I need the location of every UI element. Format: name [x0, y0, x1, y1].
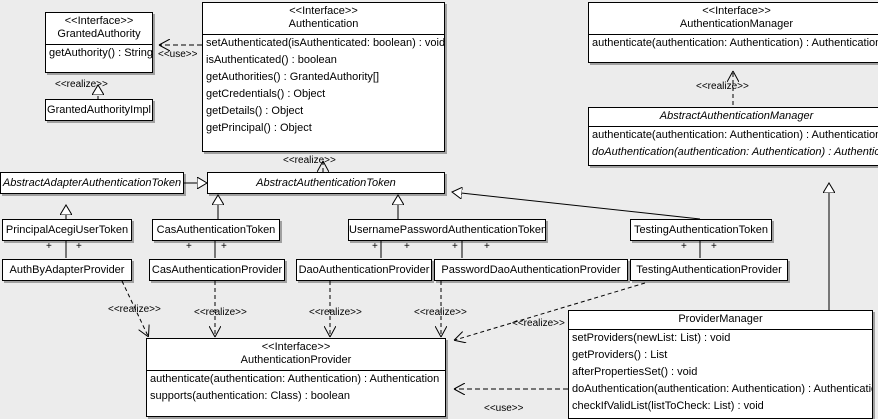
assoc-multiplicity: +	[484, 241, 490, 252]
class-testing-authentication-token[interactable]: TestingAuthenticationToken	[630, 219, 772, 241]
edge-generalize-testing-authentication-token	[452, 192, 701, 220]
operation-row: getProviders() : List	[572, 349, 668, 361]
class-header: ProviderManager	[569, 311, 872, 329]
class-authentication-provider[interactable]: <<Interface>> AuthenticationProvider aut…	[146, 338, 446, 417]
class-name: ProviderManager	[678, 313, 763, 325]
operation-row: setProviders(newList: List) : void	[572, 332, 731, 344]
assoc-multiplicity: +	[221, 241, 227, 252]
operation-row: authenticate(authentication: Authenticat…	[592, 37, 878, 49]
class-header: AbstractAuthenticationManager	[589, 108, 878, 126]
operations-compartment: setAuthenticated(isAuthenticated: boolea…	[203, 34, 444, 137]
edge-label-use-provider-manager: <<use>>	[484, 403, 524, 414]
assoc-multiplicity: +	[711, 241, 717, 252]
assoc-multiplicity: +	[372, 241, 378, 252]
class-name: AbstractAuthenticationManager	[659, 110, 814, 122]
edge-label-realize-auth-by-adapter-provider: <<realize>>	[108, 304, 161, 315]
class-granted-authority-impl[interactable]: GrantedAuthorityImpl	[45, 99, 153, 121]
operations-compartment: getAuthority() : String	[46, 44, 152, 62]
class-authentication-manager[interactable]: <<Interface>> AuthenticationManager auth…	[588, 2, 878, 63]
operations-compartment: authenticate(authentication: Authenticat…	[147, 370, 445, 405]
class-abstract-authentication-manager[interactable]: AbstractAuthenticationManager authentica…	[588, 107, 878, 166]
class-name: Authentication	[288, 18, 359, 30]
class-testing-authentication-provider[interactable]: TestingAuthenticationProvider	[630, 259, 788, 281]
operation-row: supports(authentication: Class) : boolea…	[150, 390, 350, 402]
class-abstract-adapter-authentication-token[interactable]: AbstractAdapterAuthenticationToken	[0, 172, 184, 194]
operation-row: getDetails() : Object	[206, 105, 304, 117]
class-abstract-authentication-token[interactable]: AbstractAuthenticationToken	[207, 172, 445, 194]
class-stereotype: <<Interface>>	[702, 5, 771, 17]
class-password-dao-authentication-provider[interactable]: PasswordDaoAuthenticationProvider	[434, 259, 628, 281]
class-cas-authentication-provider[interactable]: CasAuthenticationProvider	[149, 259, 285, 281]
class-name: AuthenticationManager	[679, 18, 794, 30]
class-principal-acegi-user-token[interactable]: PrincipalAcegiUserToken	[2, 219, 132, 241]
assoc-multiplicity: +	[186, 241, 192, 252]
class-stereotype: <<Interface>>	[64, 15, 134, 27]
operations-compartment: setProviders(newList: List) : void getPr…	[569, 329, 872, 415]
class-name: GrantedAuthority	[57, 28, 141, 40]
operations-compartment: authenticate(authentication: Authenticat…	[589, 126, 878, 161]
class-header: <<Interface>> Authentication	[203, 3, 444, 34]
edge-label-realize-abstract-authentication-token: <<realize>>	[283, 155, 336, 166]
edge-label-realize-abstract-authentication-manager: <<realize>>	[696, 81, 749, 92]
assoc-multiplicity: +	[46, 241, 52, 252]
operation-row: checkIfValidList(listToCheck: List) : vo…	[572, 400, 764, 412]
operations-compartment: authenticate(authentication: Authenticat…	[589, 34, 878, 52]
class-header: <<Interface>> GrantedAuthority	[46, 13, 152, 44]
assoc-multiplicity: +	[681, 241, 687, 252]
class-username-password-authentication-token[interactable]: UsernamePasswordAuthenticationToken	[348, 219, 546, 241]
class-auth-by-adapter-provider[interactable]: AuthByAdapterProvider	[2, 259, 132, 281]
edge-label-realize-password-dao-authentication-provider: <<realize>>	[414, 307, 467, 318]
operation-row: isAuthenticated() : boolean	[206, 54, 337, 66]
class-header: <<Interface>> AuthenticationProvider	[147, 339, 445, 370]
operation-row: doAuthentication(authentication: Authent…	[592, 146, 878, 158]
class-header: <<Interface>> AuthenticationManager	[589, 3, 878, 34]
assoc-multiplicity: +	[404, 241, 410, 252]
class-granted-authority[interactable]: <<Interface>> GrantedAuthority getAuthor…	[45, 12, 153, 73]
operation-row: getPrincipal() : Object	[206, 122, 312, 134]
assoc-multiplicity: +	[452, 241, 458, 252]
operation-row: authenticate(authentication: Authenticat…	[150, 373, 440, 385]
class-authentication[interactable]: <<Interface>> Authentication setAuthenti…	[202, 2, 445, 152]
operation-row: getAuthority() : String	[49, 47, 152, 59]
edge-label-realize-testing-authentication-provider: <<realize>>	[512, 318, 565, 329]
operation-row: afterPropertiesSet() : void	[572, 366, 698, 378]
operation-row: doAuthentication(authentication: Authent…	[572, 383, 872, 395]
edge-label-realize-grantedauthorityimpl: <<realize>>	[55, 79, 108, 90]
class-stereotype: <<Interface>>	[261, 341, 331, 353]
operation-row: authenticate(authentication: Authenticat…	[592, 129, 878, 141]
operation-row: getAuthorities() : GrantedAuthority[]	[206, 71, 380, 83]
class-stereotype: <<Interface>>	[289, 5, 358, 17]
class-name: AuthenticationProvider	[240, 354, 352, 366]
assoc-multiplicity: +	[76, 241, 82, 252]
edge-label-realize-dao-authentication-provider: <<realize>>	[309, 307, 362, 318]
edge-label-realize-cas-authentication-provider: <<realize>>	[194, 307, 247, 318]
class-provider-manager[interactable]: ProviderManager setProviders(newList: Li…	[568, 310, 873, 419]
class-cas-authentication-token[interactable]: CasAuthenticationToken	[152, 219, 280, 241]
operation-row: setAuthenticated(isAuthenticated: boolea…	[206, 37, 444, 49]
edge-label-use-authentication-grantedauthority: <<use>>	[158, 49, 198, 60]
class-dao-authentication-provider[interactable]: DaoAuthenticationProvider	[296, 259, 432, 281]
operation-row: getCredentials() : Object	[206, 88, 326, 100]
